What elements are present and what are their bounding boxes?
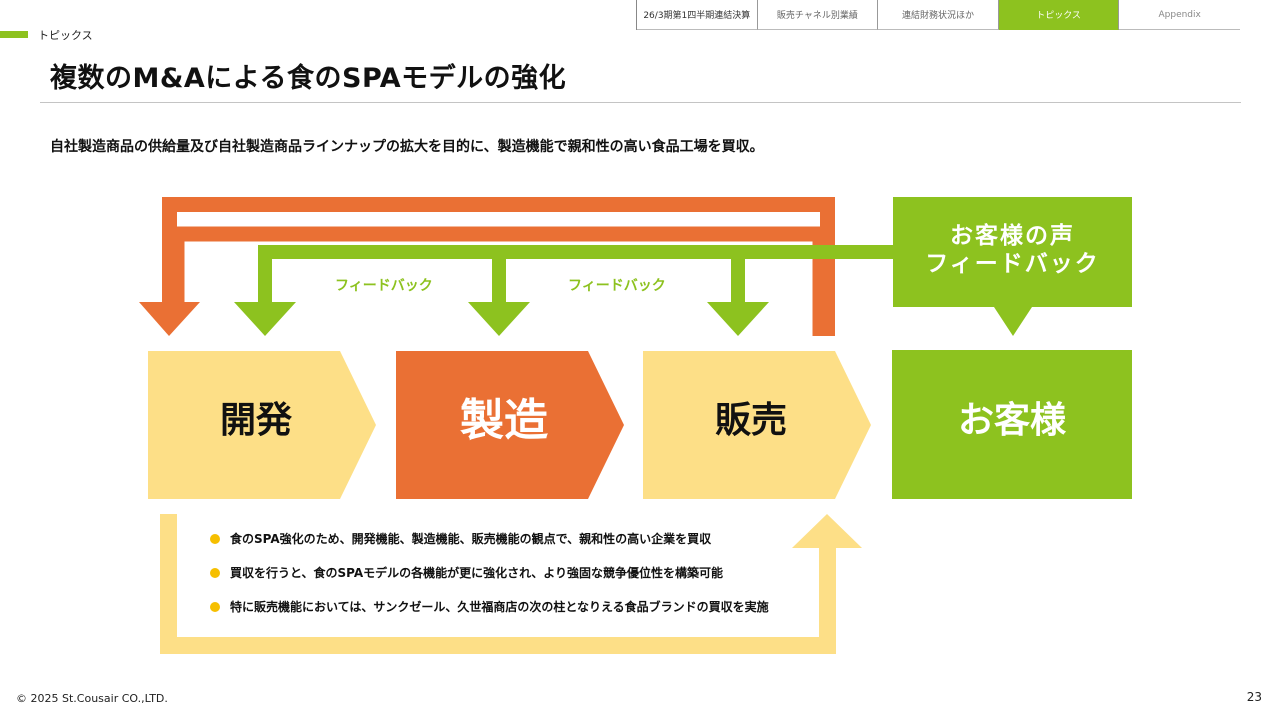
green-arrow-mfg	[468, 302, 530, 336]
nav-tab-topics[interactable]: トピックス	[998, 0, 1120, 30]
feedback-label-left: フィードバック	[335, 278, 433, 294]
orange-loop-left-leg	[162, 197, 177, 302]
nav-tab-financial-status[interactable]: 連結財務状況ほか	[878, 0, 999, 30]
customer-voice-text: お客様の声 フィードバック	[893, 222, 1132, 278]
stage-dev-label: 開発	[219, 400, 292, 441]
orange-arrow-head	[139, 302, 200, 336]
bullet-dot-icon	[210, 568, 220, 578]
page-subtitle: 自社製造商品の供給量及び自社製造商品ラインナップの拡大を目的に、製造機能で親和性…	[50, 139, 764, 155]
orange-loop-top-bar	[162, 197, 835, 212]
nav-tab-channel-results[interactable]: 販売チャネル別業績	[757, 0, 879, 30]
stage-dev-shape	[148, 351, 376, 499]
green-arrow-sales	[707, 302, 769, 336]
stage-sales-label: 販売	[714, 400, 787, 441]
stage-mfg-shape	[396, 351, 624, 499]
stage-customer-label: お客様	[957, 400, 1066, 441]
yellow-arrow-head	[792, 514, 862, 548]
top-nav: 26/3期第1四半期連結決算 販売チャネル別業績 連結財務状況ほか トピックス …	[636, 0, 1240, 30]
green-leg-mfg	[492, 245, 506, 303]
stage-sales-shape	[643, 351, 871, 499]
bullet-text: 買収を行うと、食のSPAモデルの各機能が更に強化され、より強固な競争優位性を構築…	[230, 566, 724, 580]
copyright: © 2025 St.Cousair CO.,LTD.	[16, 692, 168, 705]
yellow-loop-right-leg	[819, 546, 836, 654]
nav-tab-appendix[interactable]: Appendix	[1119, 0, 1240, 30]
feedback-label-right: フィードバック	[568, 278, 666, 294]
section-label: トピックス	[38, 29, 93, 42]
stage-customer-shape	[892, 350, 1132, 499]
section-marker	[0, 31, 28, 38]
stage-mfg-label: 製造	[460, 395, 548, 446]
customer-voice-pointer	[994, 307, 1032, 336]
list-item: 食のSPA強化のため、開発機能、製造機能、販売機能の観点で、親和性の高い企業を買…	[210, 529, 769, 563]
green-leg-sales	[731, 245, 745, 303]
green-leg-dev	[258, 245, 272, 303]
orange-loop-right-leg	[820, 197, 835, 336]
bullet-text: 特に販売機能においては、サンクゼール、久世福商店の次の柱となりえる食品ブランドの…	[230, 600, 769, 614]
nav-tab-q1-results[interactable]: 26/3期第1四半期連結決算	[637, 0, 758, 30]
title-divider	[40, 102, 1241, 103]
bullet-dot-icon	[210, 534, 220, 544]
bullet-list: 食のSPA強化のため、開発機能、製造機能、販売機能の観点で、親和性の高い企業を買…	[210, 529, 769, 631]
green-arrow-dev	[234, 302, 296, 336]
bullet-text: 食のSPA強化のため、開発機能、製造機能、販売機能の観点で、親和性の高い企業を買…	[230, 532, 712, 546]
bullet-dot-icon	[210, 602, 220, 612]
page-number: 23	[1246, 690, 1262, 704]
yellow-loop-left-leg	[160, 514, 177, 654]
yellow-loop-bottom-bar	[160, 637, 836, 654]
green-feedback-bar	[258, 245, 894, 259]
list-item: 特に販売機能においては、サンクゼール、久世福商店の次の柱となりえる食品ブランドの…	[210, 597, 769, 631]
page-title: 複数のM&Aによる食のSPAモデルの強化	[50, 63, 567, 94]
customer-voice-line2: フィードバック	[925, 251, 1100, 277]
customer-voice-line1: お客様の声	[950, 223, 1075, 249]
customer-voice-box	[893, 197, 1132, 307]
list-item: 買収を行うと、食のSPAモデルの各機能が更に強化され、より強固な競争優位性を構築…	[210, 563, 769, 597]
